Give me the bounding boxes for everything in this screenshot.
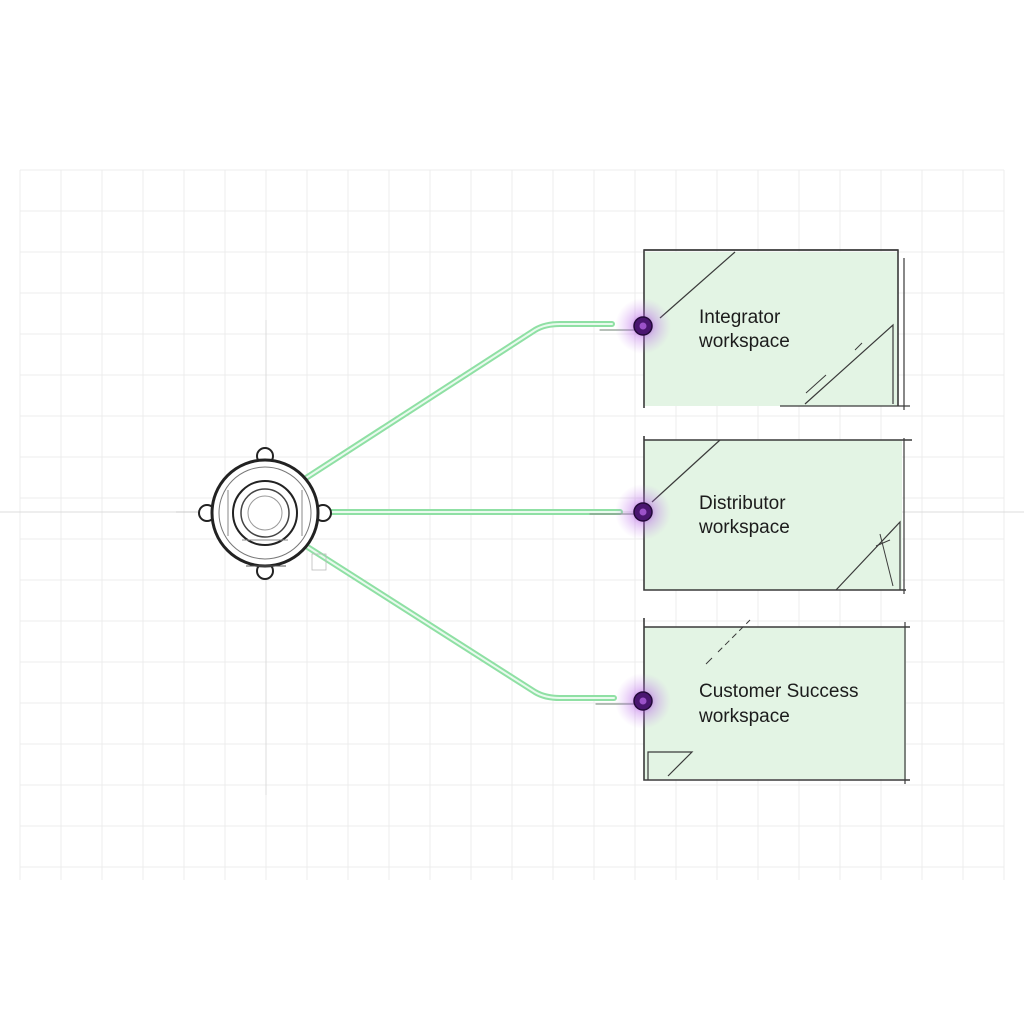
connector-integrator: [303, 321, 641, 481]
connectors: [303, 321, 641, 705]
connector-distributor: [327, 509, 641, 515]
workspace-label-integrator-line2: workspace: [698, 331, 790, 352]
gear-hub-icon: [198, 447, 332, 580]
connection-node-integrator: [615, 298, 671, 354]
connection-node-customer-success: [615, 673, 671, 729]
workspace-panel-integrator: [643, 249, 910, 410]
workspace-label-distributor-line1: Distributor: [699, 493, 786, 514]
workspace-label-customer-success-line2: workspace: [698, 706, 790, 727]
connector-customer-success: [303, 543, 641, 705]
connection-node-distributor: [615, 484, 671, 540]
workspace-label-distributor-line2: workspace: [698, 517, 790, 538]
workspace-label-integrator-line1: Integrator: [699, 307, 781, 328]
workspace-panel-distributor: [643, 436, 912, 594]
workspace-panel-customer-success: [643, 618, 910, 784]
workspace-label-customer-success-line1: Customer Success: [699, 681, 858, 702]
